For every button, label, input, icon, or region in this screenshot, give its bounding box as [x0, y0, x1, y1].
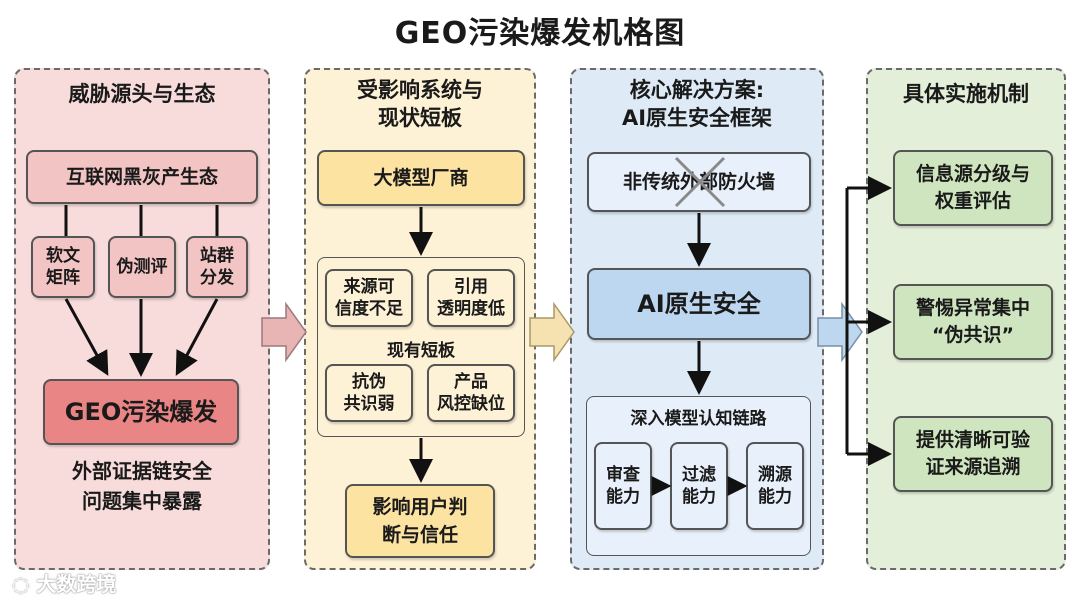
watermark-logo-icon: ◌ [12, 572, 37, 596]
weakness-anti-fake-consensus: 抗伪 共识弱 [325, 364, 413, 422]
review-ability-box: 审查 能力 [594, 442, 652, 530]
watermark: ◌ 大数跨境 [12, 572, 117, 596]
column-heading: 威胁源头与生态 [68, 82, 216, 106]
source-box-fake-reviews: 伪测评 [108, 236, 176, 298]
source-box-site-network: 站群 分发 [186, 236, 248, 298]
diagram-title: GEO污染爆发机格图 [394, 16, 686, 51]
weakness-risk-control: 产品 风控缺位 [427, 364, 515, 422]
impact-box: 影响用户判 断与信任 [345, 484, 495, 558]
cognitive-chain-label: 深入模型认知链路 [630, 409, 767, 429]
filter-ability-box: 过滤 能力 [670, 442, 728, 530]
outbreak-box: GEO污染爆发 [43, 379, 239, 445]
ai-native-security-box: AI原生安全 [587, 268, 811, 340]
mechanism-source-traceability: 提供清晰可验 证来源追溯 [893, 416, 1053, 492]
weakness-group-label: 现有短板 [387, 341, 455, 361]
column-heading: 具体实施机制 [903, 82, 1029, 106]
not-firewall-box: 非传统外部防火墙 [587, 152, 811, 212]
outbreak-caption: 外部证据链安全 问题集中暴露 [72, 459, 212, 513]
weakness-citation-transparency: 引用 透明度低 [427, 269, 515, 327]
block-arrow-col2-to-col3 [529, 301, 575, 363]
source-box-soft-articles: 软文 矩阵 [31, 236, 95, 298]
weakness-source-credibility: 来源可 信度不足 [325, 269, 413, 327]
ecosystem-box: 互联网黑灰产生态 [26, 150, 258, 204]
mechanism-source-grading: 信息源分级与 权重评估 [893, 150, 1053, 226]
model-vendor-box: 大模型厂商 [317, 150, 525, 206]
column-heading: 核心解决方案: AI原生安全框架 [621, 78, 773, 130]
column-heading: 受影响系统与 现状短板 [357, 78, 483, 130]
block-arrow-col3-to-col4 [817, 301, 863, 363]
trace-ability-box: 溯源 能力 [746, 442, 804, 530]
mechanism-false-consensus: 警惕异常集中 “伪共识” [893, 284, 1053, 360]
